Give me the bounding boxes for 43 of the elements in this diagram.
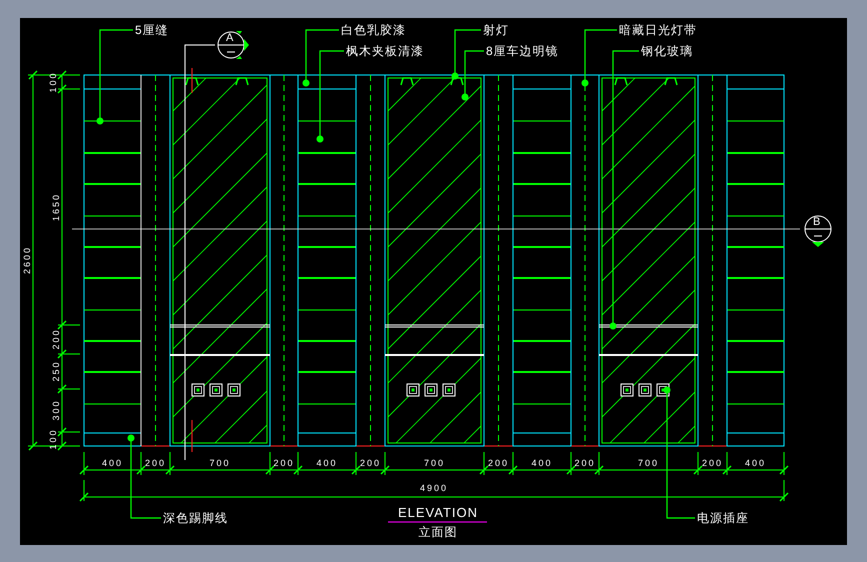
leader-line xyxy=(96,29,133,124)
callout-label: 8厘车边明镜 xyxy=(486,44,559,58)
leader-line xyxy=(582,29,617,86)
drawing-caption: 立面图 xyxy=(418,524,458,540)
dimension-text: 4900 xyxy=(420,483,448,493)
leader-line xyxy=(128,434,161,519)
leader-line xyxy=(452,29,481,80)
dimension-text: 200 xyxy=(488,458,510,468)
dimension-text: 400 xyxy=(744,458,766,468)
dimension-text: 1650 xyxy=(51,192,61,222)
leader-line xyxy=(316,50,344,142)
callout-label: 钢化玻璃 xyxy=(641,44,693,58)
callout-label: 5厘缝 xyxy=(135,23,169,37)
callout-label: 射灯 xyxy=(483,23,509,37)
dimension-text: 200 xyxy=(702,458,724,468)
callout-label: 深色踢脚线 xyxy=(163,511,228,525)
leader-line xyxy=(462,50,484,100)
dimension-text: 200 xyxy=(273,458,295,468)
dimension-text: 400 xyxy=(102,458,124,468)
callout-label: 枫木夹板清漆 xyxy=(346,44,424,58)
dimension-text: 200 xyxy=(574,458,596,468)
dimension-text: 400 xyxy=(316,458,338,468)
dimension-text: 200 xyxy=(51,328,61,350)
dimension-text: 700 xyxy=(209,458,231,468)
callout-label: 白色乳胶漆 xyxy=(341,23,406,37)
dimension-text: 700 xyxy=(424,458,446,468)
dimension-text: 250 xyxy=(51,360,61,382)
section-letter: B xyxy=(813,217,820,228)
dimension-text: 200 xyxy=(144,458,166,468)
dimension-text: 300 xyxy=(51,399,61,421)
dimension-text: 700 xyxy=(638,458,660,468)
dimension-text: 100 xyxy=(48,428,58,450)
callout-label: 电源插座 xyxy=(697,511,749,525)
leader-line xyxy=(610,50,639,330)
callout-label: 暗藏日光灯带 xyxy=(619,23,697,37)
dimension-text: 200 xyxy=(360,458,382,468)
dimension-text: 2600 xyxy=(22,246,32,274)
dimension-text: 100 xyxy=(48,71,58,93)
dimension-text: 400 xyxy=(531,458,553,468)
drawing-title: ELEVATION xyxy=(396,505,480,520)
leader-line xyxy=(302,29,339,86)
leader-line xyxy=(664,386,695,519)
section-letter: A xyxy=(226,33,234,44)
